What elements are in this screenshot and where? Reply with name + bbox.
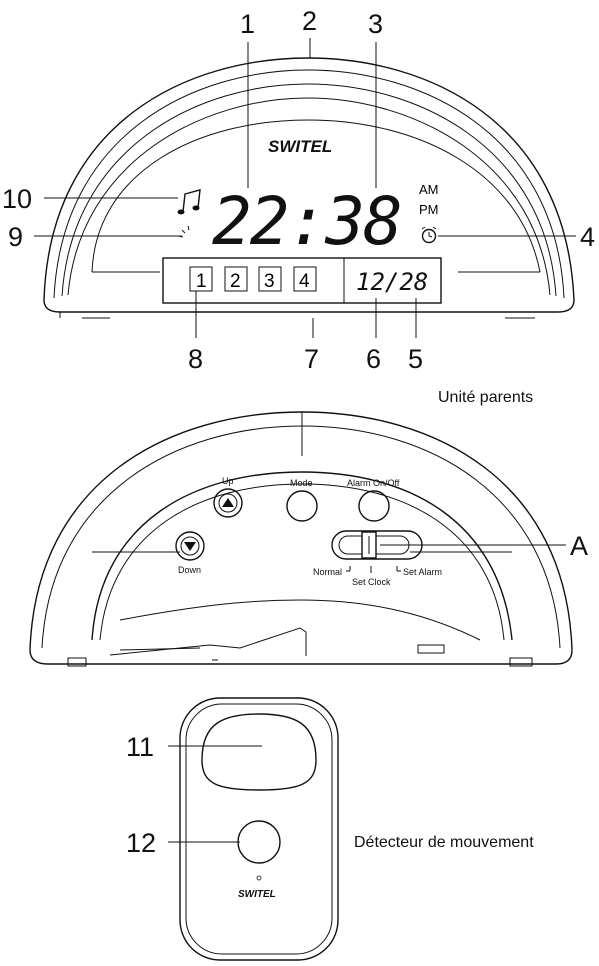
switch-set-alarm-label: Set Alarm — [403, 567, 442, 577]
motion-detector: SWITEL 11 12 Détecteur de mouvement — [126, 697, 534, 961]
pm-indicator: PM — [419, 202, 439, 217]
brand-logo-detector: SWITEL — [238, 889, 276, 900]
callout-5: 5 — [408, 344, 423, 374]
callout-a: A — [570, 531, 588, 561]
am-indicator: AM — [419, 182, 439, 197]
music-note-icon — [177, 189, 201, 215]
callout-2: 2 — [302, 6, 317, 36]
up-button[interactable] — [213, 488, 243, 518]
up-label: Up — [222, 476, 234, 486]
channel-indicators: 1 2 3 4 — [189, 266, 317, 292]
switch-normal-label: Normal — [313, 567, 342, 577]
callout-9: 9 — [8, 222, 23, 252]
alarm-toggle-button[interactable] — [358, 490, 390, 522]
parent-unit-caption: Unité parents — [438, 389, 533, 406]
pir-sensor-window — [201, 713, 317, 791]
parent-unit-front: SWITEL 1 2 3 4 12/28 22:38 AM PM — [2, 6, 595, 406]
callout-12: 12 — [126, 828, 156, 858]
lcd-date: 12/28 — [356, 268, 428, 296]
callout-4: 4 — [580, 222, 595, 252]
channel-4: 4 — [299, 271, 310, 292]
switch-set-clock-label: Set Clock — [352, 577, 391, 587]
up-arrow-icon — [222, 498, 234, 507]
brand-logo-top: SWITEL — [268, 137, 332, 156]
down-arrow-icon — [184, 542, 196, 551]
led-indicator — [256, 875, 262, 881]
mode-slide-switch[interactable] — [331, 530, 423, 560]
callout-11: 11 — [126, 732, 154, 762]
callout-leaders-top — [34, 38, 576, 338]
callout-7: 7 — [304, 344, 319, 374]
callout-6: 6 — [366, 344, 381, 374]
lcd-time: 22:38 — [212, 183, 401, 260]
detector-caption: Détecteur de mouvement — [354, 834, 534, 851]
parent-unit-back: Up Mode Alarm On/Off Down Normal — [29, 411, 588, 667]
detector-button[interactable] — [237, 820, 281, 864]
callout-3: 3 — [368, 9, 383, 39]
callout-1: 1 — [240, 9, 255, 39]
mode-label: Mode — [290, 478, 313, 488]
channel-1: 1 — [196, 271, 207, 292]
callout-10: 10 — [2, 184, 32, 214]
mode-button[interactable] — [286, 490, 318, 522]
alarm-clock-icon — [421, 226, 437, 244]
alarm-toggle-label: Alarm On/Off — [347, 478, 400, 488]
channel-3: 3 — [264, 271, 275, 292]
down-label: Down — [178, 565, 201, 575]
channel-2: 2 — [230, 271, 241, 292]
down-button[interactable] — [175, 531, 205, 561]
callout-8: 8 — [188, 344, 203, 374]
